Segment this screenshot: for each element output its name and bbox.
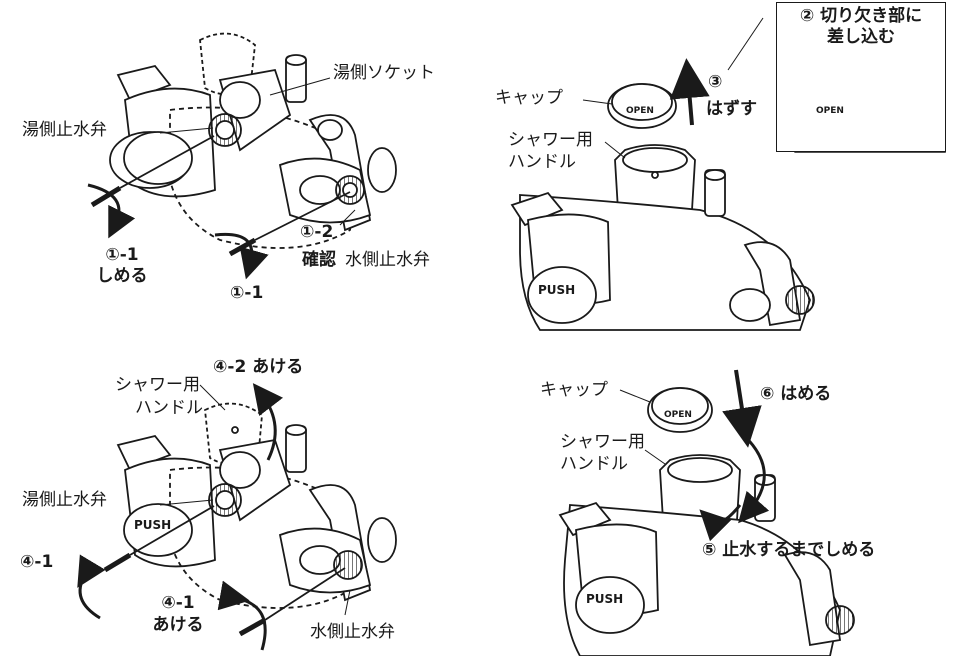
cap-open-text: OPEN <box>626 106 654 116</box>
faucet-body-top-left <box>109 32 397 249</box>
shower-handle-label-2: ハンドル <box>508 152 576 172</box>
step-1-1-a-action: しめる <box>96 266 148 286</box>
faucet-body-bottom-left <box>116 402 397 609</box>
cap-label: キャップ <box>540 380 608 400</box>
faucet-body-top-right <box>510 83 815 331</box>
step-3-number: ③ <box>708 72 723 92</box>
step-4-1-a-label: ④-1 <box>20 552 54 572</box>
shower-handle-label-1: シャワー用 <box>508 130 593 150</box>
shower-handle-label-1: シャワー用 <box>560 432 645 452</box>
hot-socket-label: 湯側ソケット <box>333 63 435 83</box>
inset-cap-open-text: OPEN <box>816 106 844 116</box>
step-4-1-b-label: ④-1 <box>161 593 195 613</box>
push-button-label: PUSH <box>538 283 576 297</box>
step-1-2-label: ①-2 <box>300 222 334 242</box>
hot-valve-label: 湯側止水弁 <box>22 120 107 140</box>
step-5-label: ⑤ 止水するまでしめる <box>702 540 876 560</box>
step-1-2-action: 確認 <box>302 250 336 270</box>
push-button-label: PUSH <box>134 518 172 532</box>
cap-open-text: OPEN <box>664 410 692 420</box>
cold-valve-label: 水側止水弁 <box>345 250 430 270</box>
step-4-1-b-action: あける <box>152 615 204 635</box>
step-1-1-a-label: ①-1 <box>105 245 139 265</box>
step-3-action: はずす <box>706 99 757 119</box>
cap-label: キャップ <box>495 88 563 108</box>
step-4-2-label: ④-2 あける <box>213 357 304 377</box>
hot-valve-label: 湯側止水弁 <box>22 490 107 510</box>
push-button-label: PUSH <box>586 592 624 606</box>
shower-handle-label-1: シャワー用 <box>115 375 200 395</box>
inset-step-2-label-2: 差し込む <box>827 27 895 47</box>
step-1-1-b-label: ①-1 <box>230 283 264 303</box>
inset-step-2-label: ② 切り欠き部に <box>799 6 923 26</box>
step-6-label: ⑥ はめる <box>760 384 832 404</box>
faucet-body-bottom-right <box>558 387 855 656</box>
inset-detail-box <box>776 2 946 152</box>
shower-handle-label-2: ハンドル <box>560 454 628 474</box>
screwdrivers-bottom-left <box>103 505 346 637</box>
cold-valve-label: 水側止水弁 <box>310 622 395 642</box>
shower-handle-label-2: ハンドル <box>135 398 203 418</box>
